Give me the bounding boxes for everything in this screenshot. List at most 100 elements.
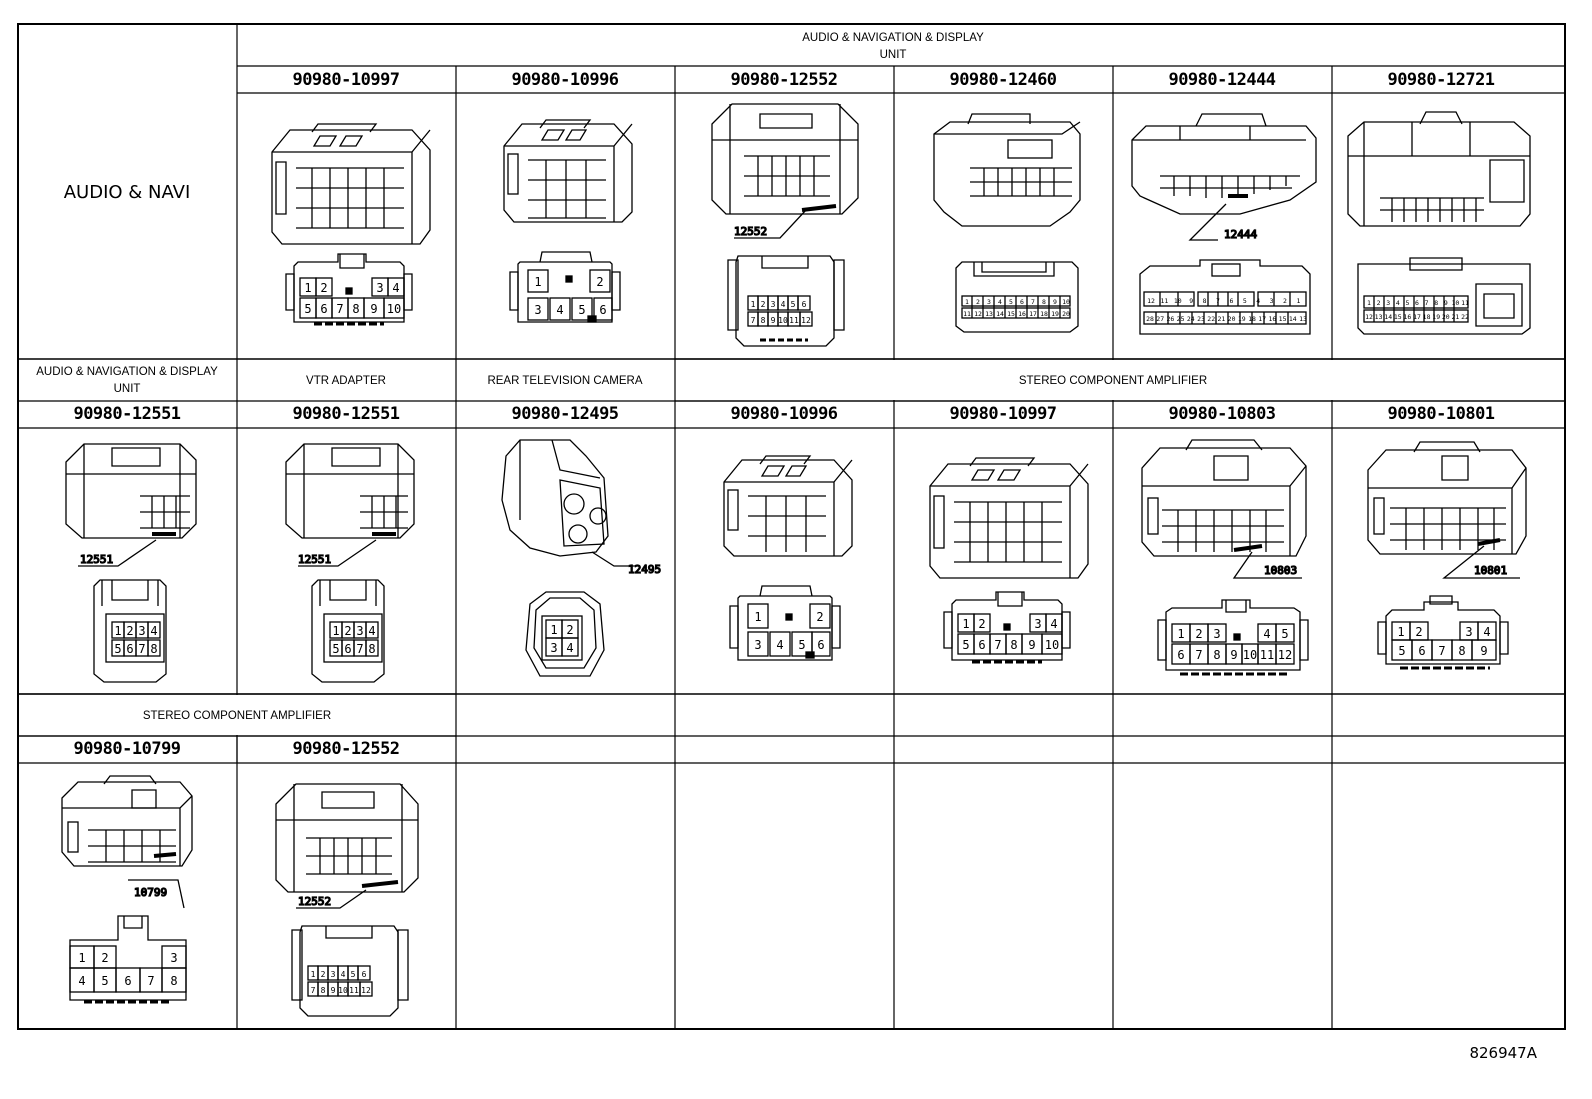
connector-face-12551-r2c1 [93, 579, 167, 683]
drawing-number: 826947A [1469, 1044, 1537, 1062]
connector-housing-12552-r1 [711, 103, 859, 239]
connector-housing-12551-r2c1 [65, 443, 197, 567]
connector-face-10801-r2 [1377, 595, 1509, 670]
pin-label: 7 [1195, 648, 1202, 662]
pin-label: 10 [1062, 298, 1070, 306]
pin-label: 10 [338, 986, 348, 995]
pin-label: 5 [1281, 627, 1288, 641]
pin-label: 1 [754, 610, 761, 624]
pin-label: 2 [1415, 625, 1422, 639]
pin-label: 4 [1483, 625, 1490, 639]
callout-10801-r2: 10801 [1474, 564, 1507, 577]
connector-face-10997-r1 [285, 253, 413, 326]
pin-label: 13 [1375, 313, 1383, 321]
connector-face-12551-r2c2 [311, 579, 385, 683]
pin-label: 11 [1461, 299, 1469, 307]
part-number-r1c3: 90980-12552 [730, 70, 837, 90]
pin-label: 20 [1228, 315, 1236, 323]
pin-label: 1 [1397, 625, 1404, 639]
pin-label: 7 [356, 642, 363, 656]
merged-cell-borders [18, 358, 1565, 763]
pin-label: 6 [1418, 644, 1425, 658]
pin-label: 8 [1434, 299, 1438, 307]
pin-label: 6 [320, 302, 327, 316]
pin-label: 7 [138, 642, 145, 656]
connector-face-10997-r2 [943, 591, 1071, 664]
pin-label: 3 [550, 641, 557, 655]
part-number-r1c2: 90980-10996 [511, 70, 618, 90]
table-grid [17, 23, 1566, 1030]
row2-label-c1-line1: AUDIO & NAVIGATION & DISPLAY [36, 366, 218, 378]
pin-label: 7 [311, 986, 316, 995]
pin-label: 18 [1423, 313, 1431, 321]
part-number-r1c4: 90980-12460 [949, 70, 1056, 90]
pin-label: 5 [962, 638, 969, 652]
pin-label: 3 [534, 303, 541, 317]
connector-face-10799-r3 [69, 915, 187, 1004]
pin-label: 4 [341, 970, 346, 979]
pin-label: 1 [534, 275, 541, 289]
part-number-r1c5: 90980-12444 [1168, 70, 1275, 90]
pin-label: 7 [1216, 297, 1220, 305]
pin-label: 7 [1031, 298, 1035, 306]
pin-label: 7 [147, 974, 154, 988]
pin-label: 7 [336, 302, 343, 316]
connector-face-12495-r2c3 [525, 591, 605, 677]
pin-label: 10 [387, 302, 401, 316]
pin-label: 26 [1166, 315, 1174, 323]
pin-label: 20 [1062, 310, 1070, 318]
pin-label: 5 [1243, 297, 1247, 305]
pin-label: 3 [987, 298, 991, 306]
pin-label: 19 [1432, 313, 1440, 321]
pin-label: 8 [1213, 648, 1220, 662]
pin-label: 6 [124, 974, 131, 988]
pin-label: 2 [344, 624, 351, 638]
connector-housing-12552-r3 [275, 783, 419, 909]
pin-label: 12 [1365, 313, 1373, 321]
pin-label: 16 [1018, 310, 1026, 318]
callout-12444-r1: 12444 [1224, 228, 1257, 241]
callout-12552-r3: 12552 [298, 895, 331, 908]
pin-label: 1 [550, 623, 557, 637]
pin-label: 14 [1384, 313, 1392, 321]
pin-label: 2 [978, 617, 985, 631]
pin-label: 3 [754, 638, 761, 652]
pin-label: 17 [1258, 315, 1266, 323]
pin-label: 4 [781, 300, 786, 309]
pin-label: 9 [771, 316, 776, 325]
connector-face-12460-r1 [955, 261, 1079, 333]
pin-labels: 1 2 3 4 5 6 7 8 9 10 1 2 3 4 5 6 1 2 3 4… [78, 275, 1490, 995]
pin-label: 5 [351, 970, 356, 979]
pin-label: 11 [1160, 297, 1168, 305]
connector-face-10996-r1 [509, 251, 621, 323]
row3-label: STEREO COMPONENT AMPLIFIER [143, 710, 331, 722]
pin-label: 4 [392, 281, 399, 295]
pin-label: 12 [361, 986, 371, 995]
pin-label: 6 [126, 642, 133, 656]
row1-side-label: AUDIO & NAVI [64, 182, 191, 203]
row2-label-c3: REAR TELEVISION CAMERA [487, 375, 642, 387]
pin-label: 2 [1377, 299, 1381, 307]
pin-label: 15 [1279, 315, 1287, 323]
pin-label: 5 [578, 303, 585, 317]
part-number-r2c3: 90980-12495 [511, 404, 618, 424]
pin-label: 2 [126, 624, 133, 638]
connector-face-12552-r3 [291, 925, 409, 1017]
part-number-r2c7: 90980-10801 [1387, 404, 1494, 424]
pin-label: 5 [791, 300, 796, 309]
pin-label: 5 [332, 642, 339, 656]
pin-label: 6 [344, 642, 351, 656]
pin-label: 6 [1229, 297, 1233, 305]
pin-label: 10 [778, 316, 788, 325]
row2-label-c4: STEREO COMPONENT AMPLIFIER [1019, 375, 1207, 387]
pin-label: 7 [994, 638, 1001, 652]
pin-label: 3 [1465, 625, 1472, 639]
pin-label: 27 [1156, 315, 1164, 323]
part-number-r2c1: 90980-12551 [73, 404, 180, 424]
connector-housing-10997-r1 [271, 123, 431, 245]
pin-label: 10 [1451, 299, 1459, 307]
pin-label: 3 [1386, 299, 1390, 307]
pin-label: 8 [321, 986, 326, 995]
part-number-r2c5: 90980-10997 [949, 404, 1056, 424]
